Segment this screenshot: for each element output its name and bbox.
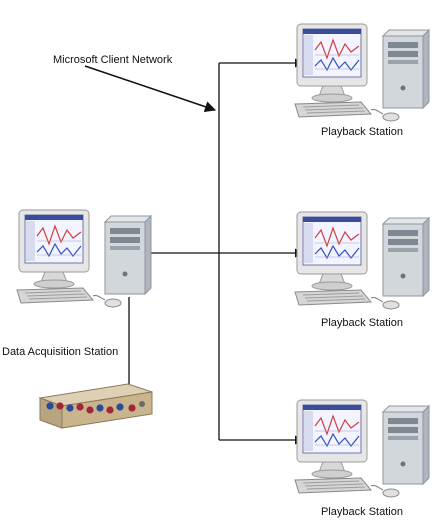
playback-station-1-label: Playback Station bbox=[321, 126, 403, 138]
acquisition-station-label: Data Acquisition Station bbox=[2, 346, 118, 358]
playback-station-2-icon bbox=[294, 211, 430, 310]
playback-station-2-label: Playback Station bbox=[321, 317, 403, 329]
playback-station-3-label: Playback Station bbox=[321, 506, 403, 518]
network-label: Microsoft Client Network bbox=[53, 54, 173, 66]
network-pointer-arrow bbox=[84, 65, 217, 113]
playback-station-3-icon bbox=[294, 399, 430, 498]
acquisition-workstation-icon bbox=[16, 209, 152, 308]
playback-station-1-icon bbox=[294, 23, 430, 122]
data-acquisition-device-icon bbox=[38, 383, 153, 429]
